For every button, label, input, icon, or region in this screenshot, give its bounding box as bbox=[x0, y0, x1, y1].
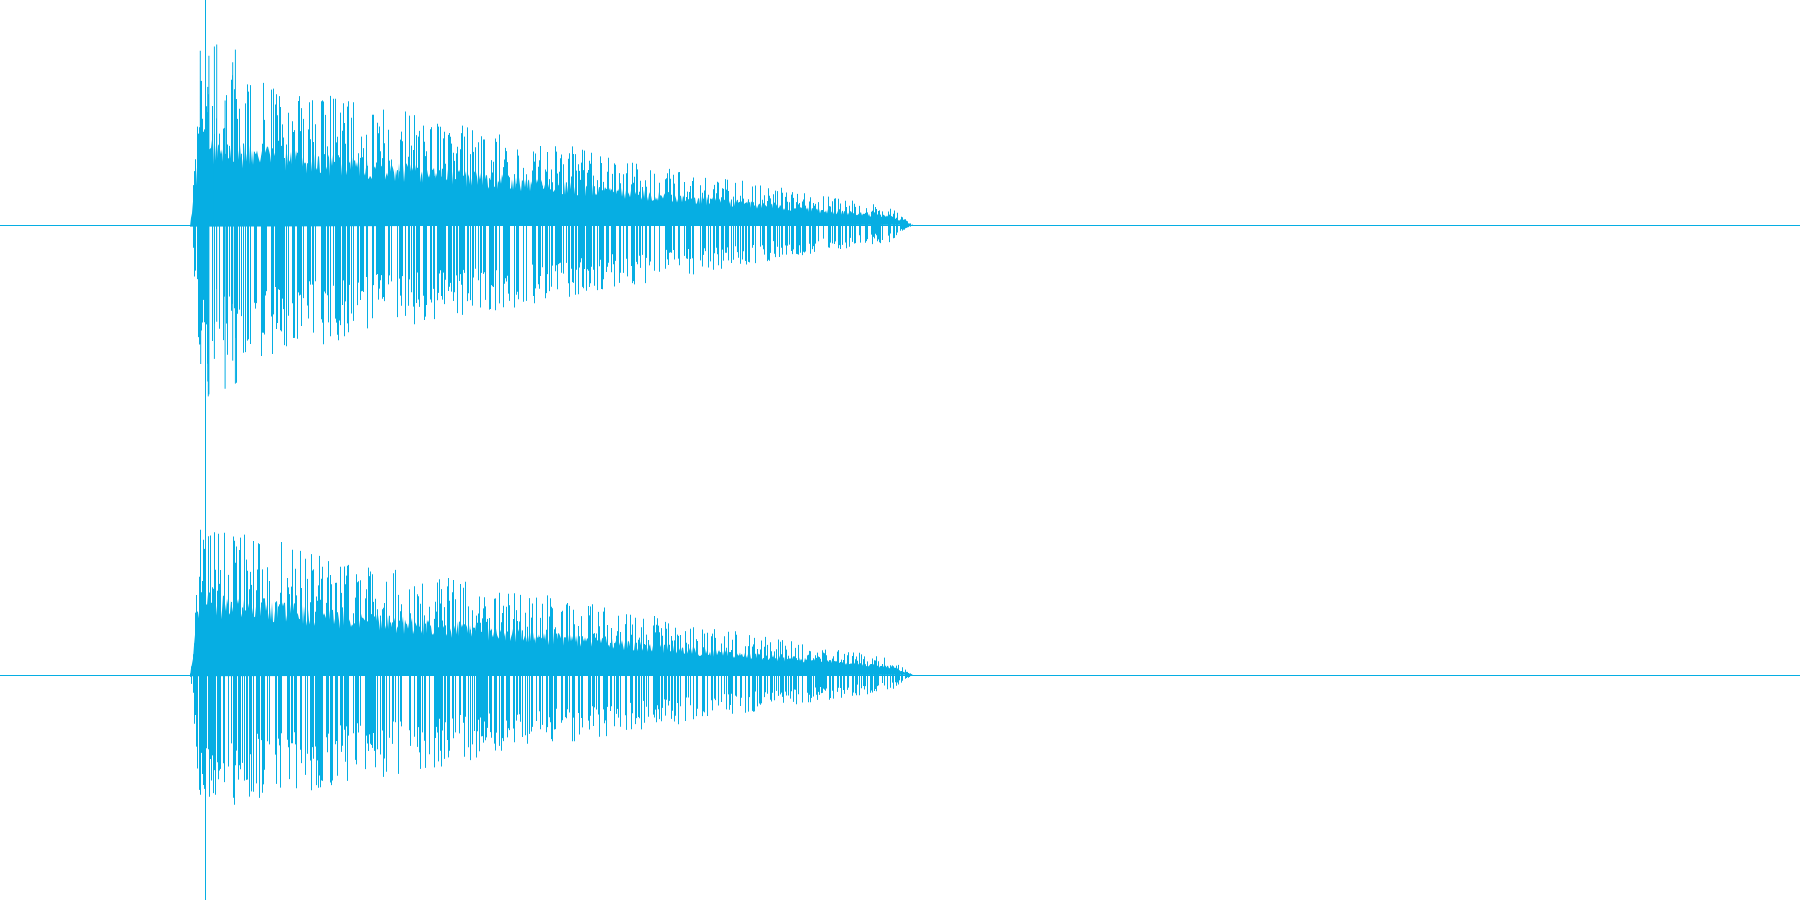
channel-2-waveform-peaks bbox=[190, 529, 913, 805]
channel-1-waveform-body bbox=[190, 139, 912, 227]
channel-2-track bbox=[0, 529, 1800, 805]
channel-1-track bbox=[0, 44, 1800, 397]
channel-1-waveform-peaks bbox=[193, 44, 913, 397]
channels-layer bbox=[0, 44, 1800, 805]
